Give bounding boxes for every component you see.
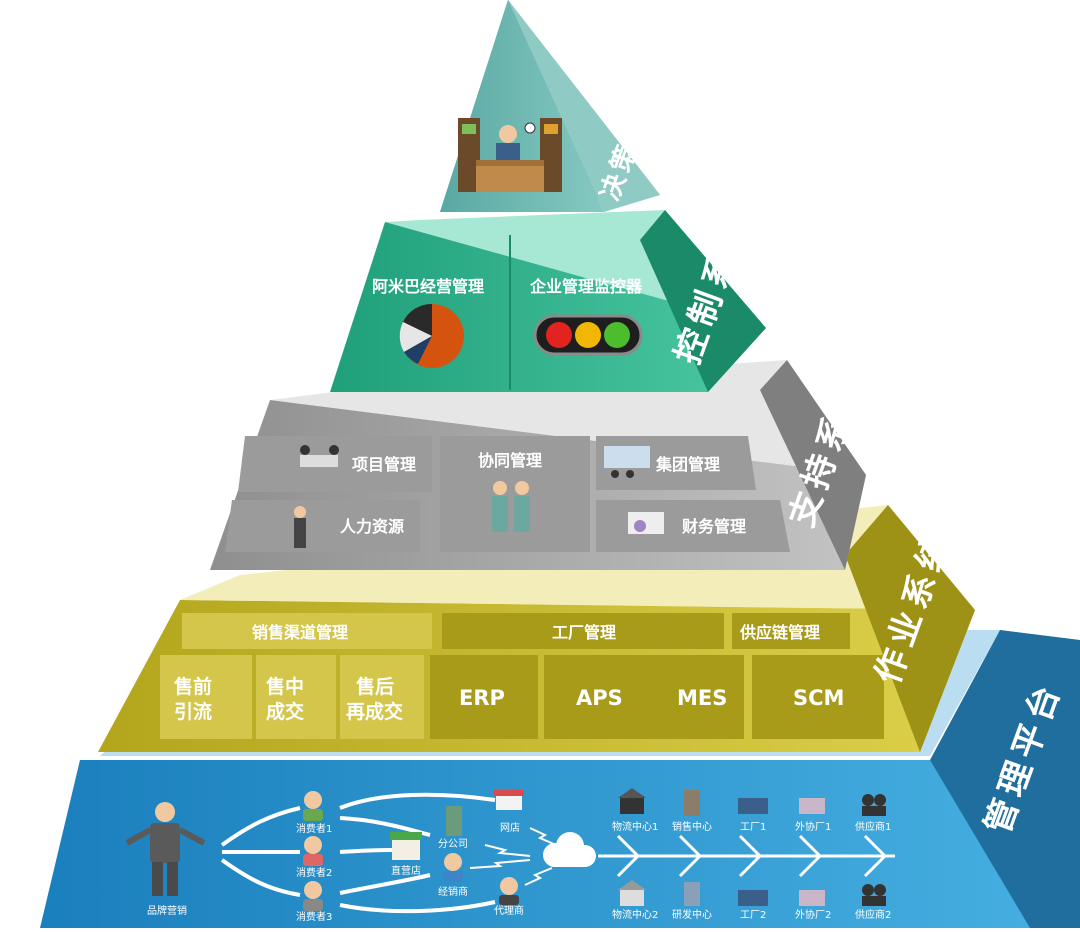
scm-label: SCM [793, 686, 844, 710]
factory-header [442, 613, 724, 649]
signal-lines [469, 827, 557, 886]
dealer-label: 经销商 [438, 885, 468, 898]
mes-cell [640, 655, 744, 739]
hr-person-icon [294, 506, 306, 548]
monitor-label: 企业管理监控器 [529, 277, 643, 296]
outsource-factory-icon [799, 890, 825, 906]
branch-building-icon [446, 806, 462, 836]
factory2-label: 工厂2 [740, 910, 766, 921]
pie-chart-icon [399, 303, 464, 368]
supplier-people-icon [862, 884, 886, 906]
insale-line1: 售中 [265, 675, 304, 698]
handshake-icon [492, 481, 530, 532]
supplier1-label: 供应商1 [855, 820, 891, 833]
dealer-icon [443, 853, 463, 881]
aps-cell [544, 655, 654, 739]
factory-icon [738, 890, 768, 906]
side-label-char: 统 [625, 85, 663, 120]
consumer2-label: 消费者2 [296, 866, 332, 879]
supplier2-label: 供应商2 [855, 908, 891, 921]
warehouse-icon [618, 788, 646, 814]
decision-layer: 决 策 系 统 [440, 0, 663, 212]
meeting-icon [300, 445, 339, 467]
aps-label: APS [576, 686, 623, 710]
outsource-factory-icon [799, 798, 825, 814]
sales-building-icon [684, 790, 700, 816]
side-label-char: 统 [823, 374, 872, 420]
hr-panel [225, 500, 420, 552]
presale-line2: 引流 [174, 700, 212, 723]
insale-line2: 成交 [266, 700, 304, 723]
consumer-icon [303, 836, 323, 866]
aftersale-cell [340, 655, 424, 739]
group-meeting-icon [604, 446, 650, 478]
finance-label: 财务管理 [681, 517, 746, 536]
brand-marketing-person-icon [125, 802, 206, 896]
logistics2-label: 物流中心2 [612, 908, 658, 921]
agent-label: 代理商 [494, 904, 524, 917]
factory-icon [738, 798, 768, 814]
outsource2-label: 外协厂2 [795, 908, 831, 921]
supply-chain-label: 供应链管理 [739, 623, 820, 642]
online-store-icon [494, 790, 524, 810]
finance-desk-icon [628, 512, 664, 534]
consumer1-label: 消费者1 [296, 822, 332, 835]
operation-layer: 销售渠道管理 工厂管理 供应链管理 售前 引流 售中 成交 售后 再成交 ERP… [98, 505, 975, 752]
factory-label: 工厂管理 [552, 623, 616, 642]
rd-building-icon [684, 882, 700, 906]
branch-label: 分公司 [438, 838, 468, 850]
amoeba-label: 阿米巴经营管理 [372, 277, 484, 296]
side-label-char: 系 [616, 113, 653, 148]
insale-cell [256, 655, 336, 739]
control-layer: 阿米巴经营管理 企业管理监控器 控 制 系 统 [330, 210, 766, 392]
direct-store-icon [390, 832, 422, 860]
direct-store-label: 直营店 [391, 864, 421, 877]
mes-label: MES [677, 686, 727, 710]
traffic-light-icon [533, 314, 643, 356]
group-label: 集团管理 [655, 455, 720, 474]
project-label: 项目管理 [352, 455, 416, 474]
brand-label: 品牌营销 [147, 904, 187, 917]
agent-icon [499, 877, 519, 905]
cloud-icon [543, 832, 596, 867]
erp-cell [430, 655, 538, 739]
logistics1-label: 物流中心1 [612, 820, 658, 833]
rd-center-label: 研发中心 [672, 908, 712, 921]
consumer-icon [303, 881, 323, 911]
collab-panel [440, 436, 590, 552]
collab-label: 协同管理 [478, 451, 542, 470]
factory1-label: 工厂1 [740, 822, 766, 833]
aftersale-line1: 售后 [355, 675, 394, 698]
scm-cell [752, 655, 884, 739]
hr-label: 人力资源 [340, 517, 404, 536]
aftersale-line2: 再成交 [346, 700, 403, 723]
presale-cell [160, 655, 252, 739]
supplier-people-icon [862, 794, 886, 816]
channel-curves [220, 792, 496, 914]
sales-channel-label: 销售渠道管理 [252, 623, 348, 642]
outsource1-label: 外协厂1 [795, 820, 831, 833]
sales-channel-header [182, 613, 432, 649]
sales-center-label: 销售中心 [672, 820, 712, 833]
supply-network-lines [598, 834, 895, 878]
consumer3-label: 消费者3 [296, 910, 332, 923]
side-label-char: 统 [709, 211, 758, 257]
supply-chain-header [732, 613, 850, 649]
consumer-icon [303, 791, 323, 821]
office-executive-icon [458, 118, 562, 192]
warehouse-icon [618, 880, 646, 906]
presale-line1: 售前 [173, 675, 212, 698]
online-store-label: 网店 [500, 821, 520, 834]
erp-label: ERP [459, 686, 505, 710]
